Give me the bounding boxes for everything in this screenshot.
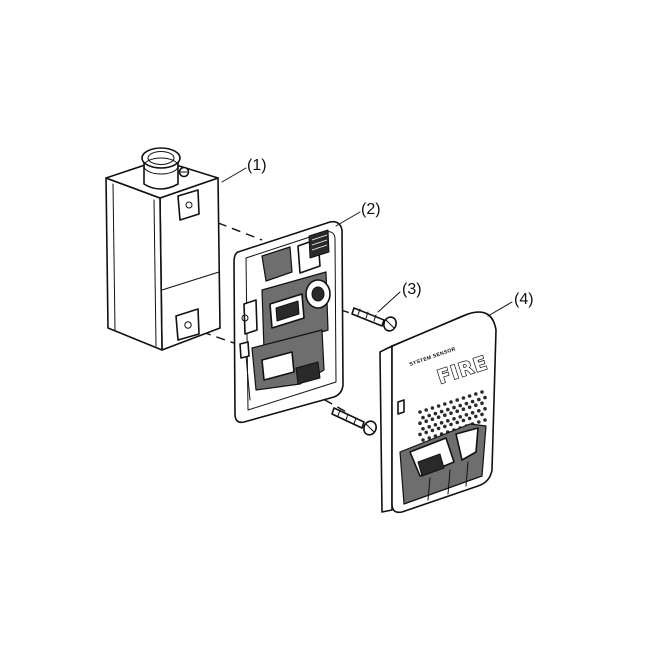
grille-hole	[439, 421, 444, 425]
grille-hole	[446, 407, 450, 412]
grille-hole	[430, 428, 435, 433]
grille-hole	[458, 415, 463, 419]
grille-hole	[474, 403, 478, 408]
grille-hole	[467, 405, 472, 410]
grille-hole	[474, 392, 478, 396]
grille-hole	[458, 403, 463, 408]
grille-hole	[427, 425, 432, 429]
callout-1-leader	[221, 167, 247, 183]
grille-hole	[424, 430, 429, 435]
mounting-plate	[233, 220, 344, 424]
grille-hole	[467, 394, 472, 398]
cover-side-face	[379, 345, 393, 513]
back-box-top-ear	[177, 189, 200, 221]
grille-hole	[433, 423, 438, 427]
callout-2-leader	[335, 211, 361, 227]
grille-hole	[443, 402, 447, 406]
grille-hole	[452, 417, 456, 421]
grille-hole	[455, 409, 460, 414]
grille-hole	[418, 410, 422, 414]
grille-hole	[477, 409, 481, 413]
grille-hole	[474, 414, 478, 419]
grille-hole	[452, 405, 456, 410]
grille-hole	[421, 415, 425, 420]
grille-hole	[430, 417, 435, 422]
grille-hole	[470, 411, 475, 415]
grille-hole	[424, 419, 429, 424]
grille-hole	[483, 418, 487, 422]
grille-hole	[430, 406, 435, 410]
grille-hole	[464, 401, 469, 406]
grille-hole	[421, 427, 425, 431]
screw-bottom	[331, 407, 377, 436]
grille-hole	[436, 426, 441, 431]
grille-hole	[464, 413, 469, 417]
callout-3-label: (3)	[402, 281, 422, 298]
alignment-line-top-box-to-plate	[189, 211, 263, 241]
grille-hole	[418, 432, 422, 437]
grille-hole	[418, 421, 422, 426]
plate-top-latch	[261, 246, 293, 282]
grille-hole	[470, 399, 475, 404]
grille-hole	[433, 411, 438, 416]
grille-hole	[439, 409, 444, 414]
grille-hole	[436, 404, 441, 408]
grille-hole	[477, 420, 481, 424]
back-box-top-screw-hole	[185, 201, 193, 209]
callout-4-leader	[487, 301, 513, 317]
grille-hole	[421, 438, 425, 442]
grille-hole	[443, 413, 447, 418]
back-box-bottom-screw-hole	[184, 321, 192, 329]
grille-hole	[443, 424, 447, 429]
grille-hole	[483, 407, 487, 411]
plate-grille	[308, 229, 330, 259]
back-box	[105, 147, 221, 351]
alignment-line-bottom-box-to-plate	[187, 326, 255, 351]
grille-hole	[461, 396, 466, 400]
grille-hole	[424, 408, 429, 412]
grille-hole	[427, 436, 432, 440]
callout-1-label: (1)	[247, 157, 267, 174]
conduit-hub	[141, 147, 190, 190]
grille-hole	[446, 419, 450, 423]
grille-hole	[455, 398, 460, 402]
grille-hole	[467, 416, 472, 421]
grille-hole	[480, 401, 484, 406]
grille-hole	[483, 395, 487, 400]
grille-hole	[461, 407, 466, 412]
front-cover: SYSTEM SENSOR FIRE	[379, 311, 497, 514]
screw-top	[351, 307, 397, 332]
grille-hole	[480, 390, 484, 394]
grille-hole	[461, 418, 466, 423]
grille-hole	[449, 411, 453, 416]
grille-hole	[455, 420, 460, 425]
back-box-bottom-ear	[175, 308, 200, 341]
callout-4-label: (4)	[514, 291, 534, 308]
callout-3-leader	[377, 291, 401, 313]
grille-hole	[449, 422, 453, 427]
callouts: (1) (2) (3) (4)	[221, 157, 534, 317]
grille-hole	[477, 397, 481, 402]
grille-hole	[449, 400, 453, 404]
grille-hole	[427, 413, 432, 418]
grille-hole	[436, 415, 441, 420]
callout-2-label: (2)	[361, 201, 381, 218]
alignment-line-bottom-plate-to-screw	[297, 384, 351, 415]
grille-hole	[480, 412, 484, 417]
